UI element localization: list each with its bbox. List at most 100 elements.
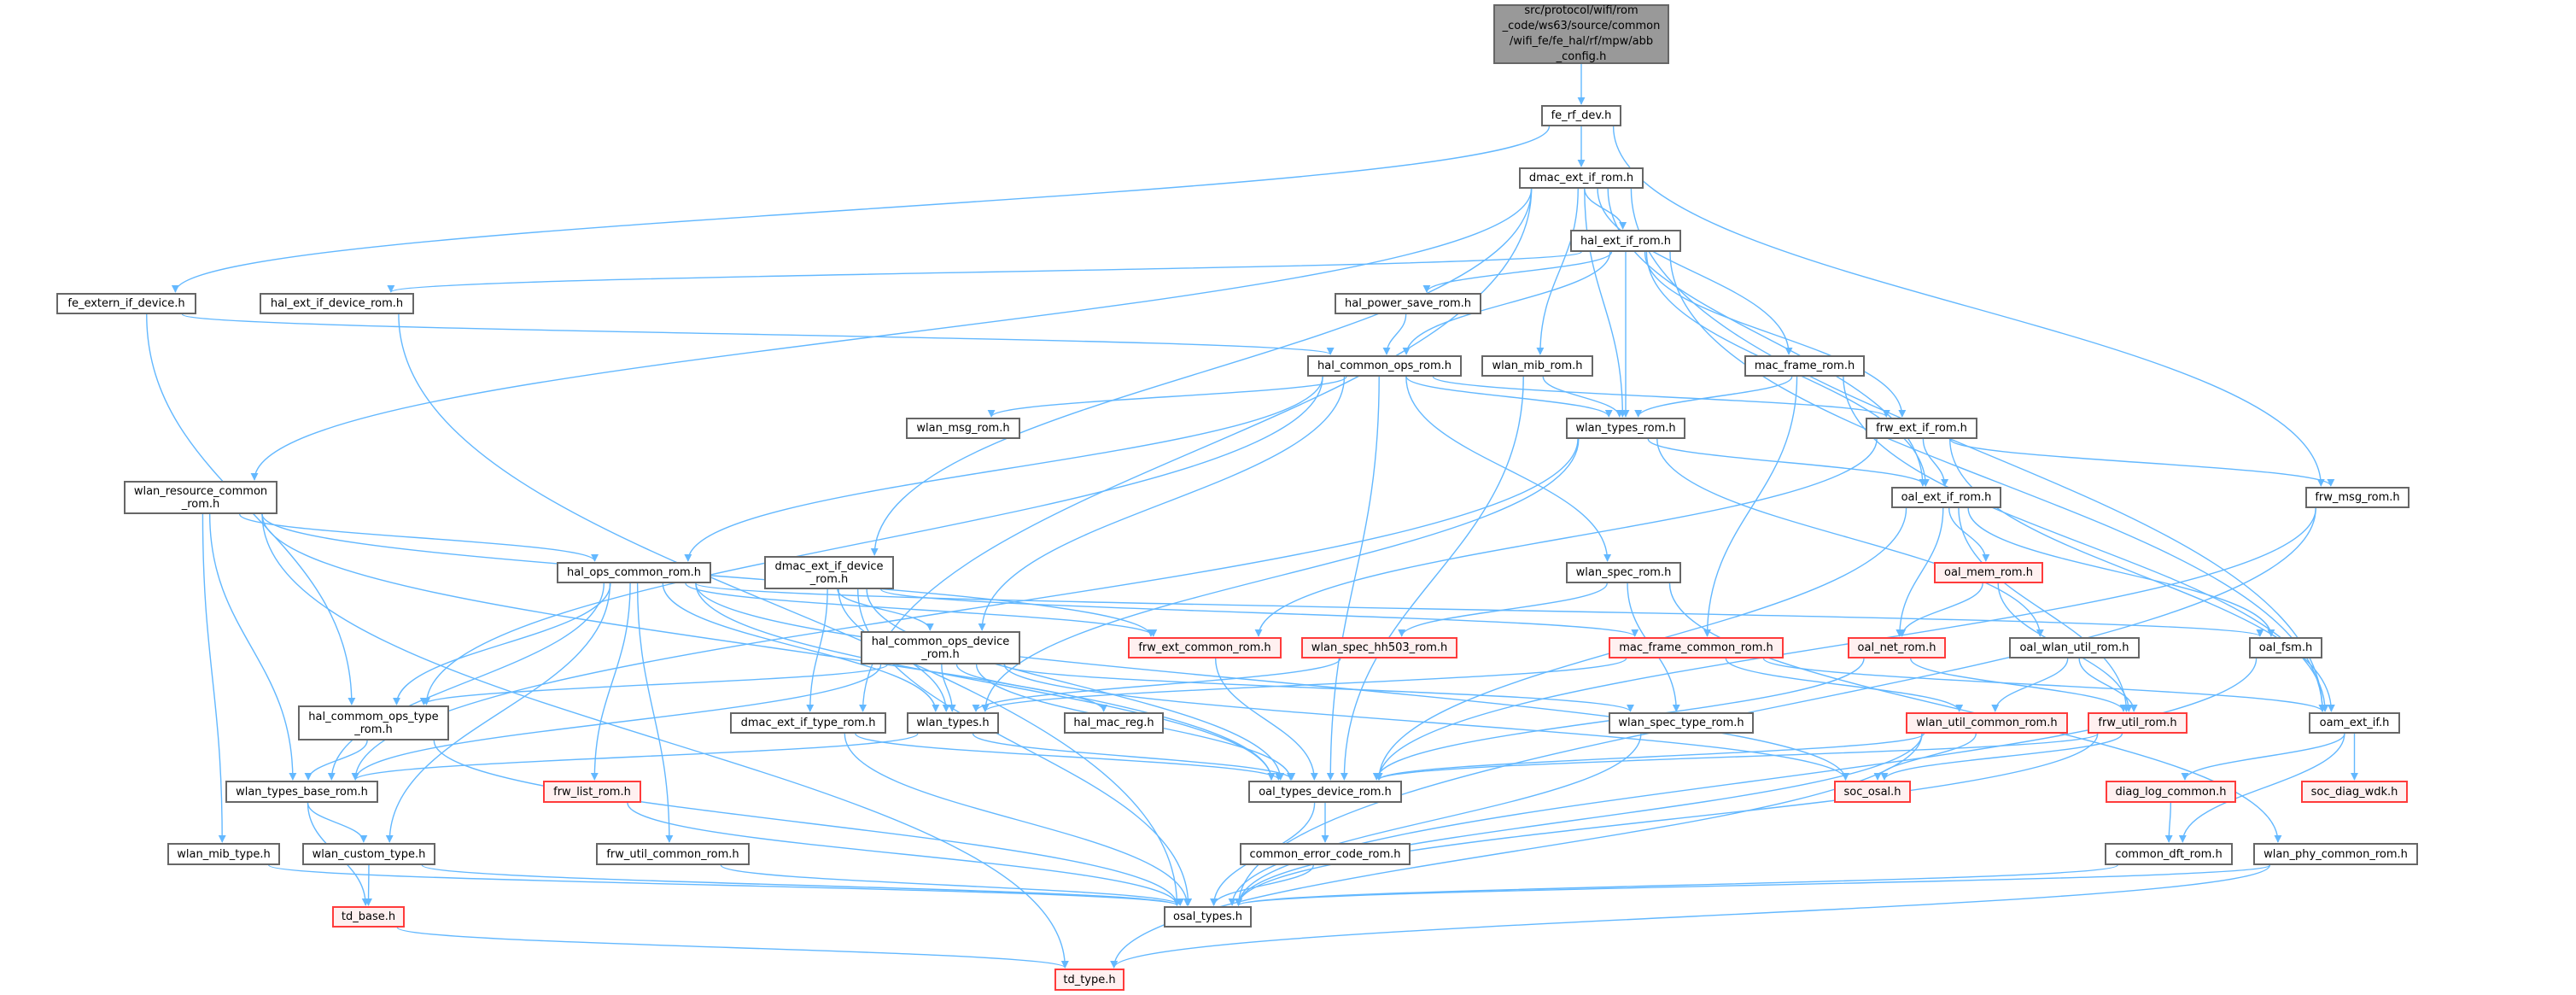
node-frw-msg-rom[interactable]: frw_msg_rom.h [2305,487,2410,508]
node-wlan-mib-type[interactable]: wlan_mib_type.h [167,843,280,865]
node-hal-commom-ops-type-rom[interactable]: hal_commom_ops_type _rom.h [298,705,449,740]
node-oal-types-device-rom[interactable]: oal_types_device_rom.h [1248,781,1402,803]
edge-fe-rf-dev-to-frw-msg-rom [1612,126,2325,487]
node-oal-fsm[interactable]: oal_fsm.h [2249,637,2322,658]
node-wlan-spec-rom[interactable]: wlan_spec_rom.h [1566,562,1681,583]
edge-hal-common-ops-rom-to-hal-common-ops-device-rom [978,376,1346,631]
edge-oal-mem-rom-to-oal-net-rom [1898,582,1983,637]
edge-dmac-ext-if-device-rom-to-hal-common-ops-device-rom [837,588,934,631]
node-hal-ext-if-device-rom[interactable]: hal_ext_if_device_rom.h [260,293,414,314]
node-hal-common-ops-rom[interactable]: hal_common_ops_rom.h [1307,355,1462,377]
node-label: frw_util_common_rom.h [606,847,739,861]
edge-oal-ext-if-rom-to-oal-mem-rom [1948,507,1990,562]
edge-fe-extern-if-device-to-hal-common-ops-rom [181,313,1335,355]
node-frw-list-rom[interactable]: frw_list_rom.h [543,781,641,803]
node-fe-extern-if-device[interactable]: fe_extern_if_device.h [56,293,196,314]
node-frw-util-rom[interactable]: frw_util_rom.h [2088,712,2188,734]
node-wlan-util-common-rom[interactable]: wlan_util_common_rom.h [1906,712,2068,734]
edge-hal-common-ops-device-rom-to-hal-mac-reg [955,664,1108,712]
node-td-base[interactable]: td_base.h [332,906,405,928]
node-oal-wlan-util-rom[interactable]: oal_wlan_util_rom.h [2009,637,2140,658]
node-frw-util-common-rom[interactable]: frw_util_common_rom.h [596,843,750,865]
edge-common-dft-rom-to-osal-types [1235,864,2118,906]
node-wlan-msg-rom[interactable]: wlan_msg_rom.h [906,418,1020,439]
node-dmac-ext-if-rom[interactable]: dmac_ext_if_rom.h [1519,167,1644,189]
edge-dmac-ext-if-rom-to-mac-frame-rom [1597,188,1793,355]
edge-fe-rf-dev-to-fe-extern-if-device [172,126,1551,293]
node-hal-ext-if-rom[interactable]: hal_ext_if_rom.h [1570,230,1681,252]
node-label: frw_util_rom.h [2098,717,2177,729]
node-label: frw_ext_common_rom.h [1138,641,1271,654]
node-soc-osal[interactable]: soc_osal.h [1834,781,1911,803]
node-label: hal_ext_if_device_rom.h [270,297,404,310]
node-osal-types[interactable]: osal_types.h [1164,906,1252,928]
node-oal-mem-rom[interactable]: oal_mem_rom.h [1934,562,2043,583]
edge-dmac-ext-if-device-rom-to-oal-types-device-rom [866,588,1285,781]
node-label: common_error_code_rom.h [1249,847,1401,861]
node-wlan-mib-rom[interactable]: wlan_mib_rom.h [1481,355,1593,377]
edge-mac-frame-common-rom-to-wlan-util-common-rom [1725,658,1964,712]
node-td-type[interactable]: td_type.h [1054,969,1124,991]
edge-wlan-spec-type-rom-to-osal-types [1228,733,1642,906]
node-diag-log-common[interactable]: diag_log_common.h [2106,781,2236,803]
edge-wlan-resource-common-rom-to-hal-ops-common-rom [238,513,599,562]
edge-hal-common-ops-rom-to-frw-ext-if-rom [1432,376,1890,418]
edge-td-base-to-td-type [396,927,1069,969]
node-label: dmac_ext_if_rom.h [1528,172,1634,184]
edge-frw-util-rom-to-oal-types-device-rom [1375,733,2099,781]
node-soc-diag-wdk[interactable]: soc_diag_wdk.h [2301,781,2408,803]
edge-mac-frame-rom-to-wlan-types-rom [1634,376,1793,418]
node-hal-common-ops-device-rom[interactable]: hal_common_ops_device _rom.h [861,631,1020,664]
node-label: wlan_spec_rom.h [1575,566,1672,579]
node-wlan-types-rom[interactable]: wlan_types_rom.h [1566,418,1685,439]
edge-wlan-types-to-oal-types-device-rom [972,733,1296,781]
node-label: oal_mem_rom.h [1944,566,2033,579]
node-wlan-spec-type-rom[interactable]: wlan_spec_type_rom.h [1609,712,1754,734]
edge-dmac-ext-if-type-rom-to-oal-types-device-rom [855,733,1282,781]
node-wlan-phy-common-rom[interactable]: wlan_phy_common_rom.h [2253,843,2418,865]
edge-hal-ext-if-rom-to-frw-ext-if-rom [1644,251,1907,418]
node-label: td_type.h [1063,973,1116,986]
edge-frw-ext-if-rom-to-oal-ext-if-rom [1922,438,1949,487]
edge-dmac-ext-if-rom-to-oam-ext-if [1630,188,2327,712]
edge-hal-commom-ops-type-rom-to-osal-types [433,740,1181,906]
edge-wlan-types-rom-to-oal-ext-if-rom [1647,438,1930,487]
node-hal-mac-reg[interactable]: hal_mac_reg.h [1064,712,1164,734]
node-oal-ext-if-rom[interactable]: oal_ext_if_rom.h [1891,487,2001,508]
node-wlan-types-base-rom[interactable]: wlan_types_base_rom.h [225,781,378,803]
edge-wlan-mib-rom-to-oal-types-device-rom [1340,376,1524,781]
node-hal-ops-common-rom[interactable]: hal_ops_common_rom.h [557,562,711,583]
node-label: dmac_ext_if_type_rom.h [740,717,876,729]
node-mac-frame-rom[interactable]: mac_frame_rom.h [1744,355,1865,377]
edge-wlan-types-rom-to-wlan-types [981,438,1580,712]
node-dmac-ext-if-type-rom[interactable]: dmac_ext_if_type_rom.h [730,712,886,734]
node-oam-ext-if[interactable]: oam_ext_if.h [2309,712,2400,734]
node-wlan-resource-common-rom[interactable]: wlan_resource_common _rom.h [124,481,277,514]
node-common-error-code-rom[interactable]: common_error_code_rom.h [1240,843,1411,865]
node-mac-frame-common-rom[interactable]: mac_frame_common_rom.h [1609,637,1784,658]
edge-frw-msg-rom-to-osal-types [1235,507,2316,906]
edge-frw-util-rom-to-osal-types [1235,733,2099,906]
node-dmac-ext-if-device-rom[interactable]: dmac_ext_if_device _rom.h [764,556,894,589]
edge-frw-ext-common-rom-to-oal-types-device-rom [1214,658,1318,781]
node-wlan-spec-hh503-rom[interactable]: wlan_spec_hh503_rom.h [1301,637,1457,658]
node-wlan-custom-type[interactable]: wlan_custom_type.h [302,843,435,865]
node-fe-rf-dev[interactable]: fe_rf_dev.h [1541,105,1621,126]
node-wlan-types[interactable]: wlan_types.h [907,712,999,734]
node-frw-ext-if-rom[interactable]: frw_ext_if_rom.h [1866,418,1977,439]
node-hal-power-save-rom[interactable]: hal_power_save_rom.h [1335,293,1481,314]
edge-dmac-ext-if-rom-to-hal-ext-if-rom [1584,188,1627,230]
node-oal-net-rom[interactable]: oal_net_rom.h [1848,637,1946,658]
node-label: oal_net_rom.h [1857,641,1936,654]
node-common-dft-rom[interactable]: common_dft_rom.h [2105,843,2233,865]
edge-hal-ops-common-rom-to-frw-ext-common-rom [685,582,1158,637]
node-frw-ext-common-rom[interactable]: frw_ext_common_rom.h [1128,637,1282,658]
edge-frw-ext-if-rom-to-frw-msg-rom [1949,438,2335,487]
node-label: hal_commom_ops_type _rom.h [308,710,439,736]
edge-oal-ext-if-rom-to-frw-util-rom [1958,507,2130,712]
edge-wlan-resource-common-rom-to-oal-types-device-rom [261,513,1276,781]
node-label: frw_ext_if_rom.h [1876,422,1967,435]
edge-dmac-ext-if-rom-to-wlan-types-rom [1584,188,1627,418]
edge-dmac-ext-if-device-rom-to-mac-frame-common-rom [880,588,1638,637]
edge-dmac-ext-if-type-rom-to-osal-types [844,733,1191,906]
